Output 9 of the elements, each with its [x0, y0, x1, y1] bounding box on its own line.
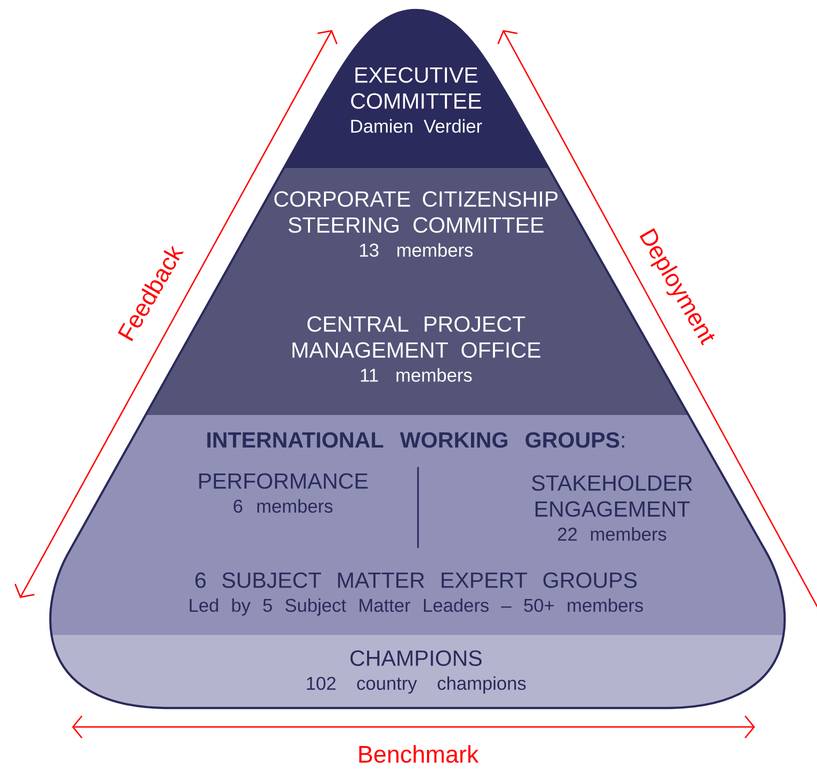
tier-text: CHAMPIONS 102 country champions: [306, 650, 526, 694]
tier-text: INTERNATIONAL WORKING GROUPS:: [207, 432, 624, 448]
tier-text: PERFORMANCE 6 members: [199, 473, 368, 513]
tier-text: CENTRAL PROJECT MANAGEMENT OFFICE 11 members: [292, 316, 540, 382]
tier-text: STAKEHOLDER ENGAGEMENT 22 members: [532, 475, 692, 541]
tier-text: 6 SUBJECT MATTER EXPERT GROUPS Led by 5 Subject Matter Leaders – 50+ members: [190, 572, 643, 616]
arrow-label: Benchmark: [359, 745, 479, 763]
tier-text: CORPORATE CITIZENSHIP STEERING COMMITTEE 13 members: [274, 191, 558, 257]
tier-text: EXECUTIVE COMMITTEE Damien Verdier: [351, 67, 482, 133]
